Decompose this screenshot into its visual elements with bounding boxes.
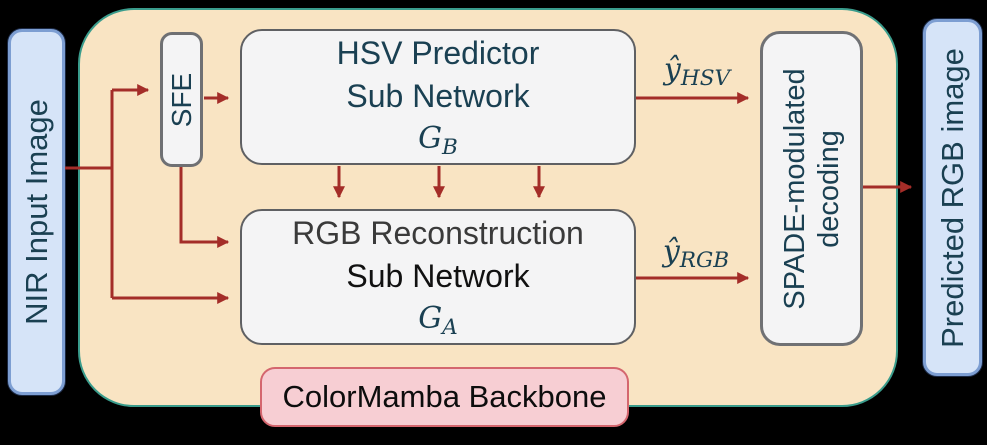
y-hat-symbol: ŷ [663,52,681,87]
g-symbol-base: G [418,120,443,156]
colormamba-backbone-badge: ColorMamba Backbone [260,367,629,427]
g-symbol-subscript: B [442,135,458,160]
rgb-output-edge-label: ŷRGB [646,234,746,273]
spade-decoding-node: SPADE-modulated decoding [760,31,863,346]
predicted-rgb-image-label: Predicted RGB image [934,47,970,348]
nir-input-image-label: NIR Input Image [18,99,54,325]
nir-input-image-node: NIR Input Image [8,29,65,395]
rgb-reconstruction-line2: Sub Network [346,258,530,295]
rgb-reconstruction-node: RGB Reconstruction Sub Network GA [240,209,636,345]
hsv-subscript: HSV [680,66,731,92]
rgb-subscript: RGB [679,248,730,274]
g-symbol-subscript: A [442,315,458,340]
sfe-node: SFE [160,32,203,167]
hsv-predictor-line2: Sub Network [346,78,530,115]
hsv-predictor-symbol: GB [418,119,458,162]
rgb-reconstruction-line1: RGB Reconstruction [292,214,584,251]
spade-label-line1: SPADE-modulated [778,67,811,310]
hsv-output-edge-label: ŷHSV [647,52,747,91]
hsv-predictor-node: HSV Predictor Sub Network GB [240,29,636,165]
spade-decoding-label: SPADE-modulated decoding [777,68,845,309]
colormamba-backbone-badge-label: ColorMamba Backbone [282,379,607,414]
predicted-rgb-image-node: Predicted RGB image [923,19,982,376]
hsv-predictor-line1: HSV Predictor [336,34,540,71]
y-hat-symbol: ŷ [662,234,680,269]
rgb-reconstruction-symbol: GA [418,299,458,342]
spade-label-line2: decoding [812,129,845,248]
sfe-label: SFE [165,72,197,127]
g-symbol-base: G [418,300,443,336]
